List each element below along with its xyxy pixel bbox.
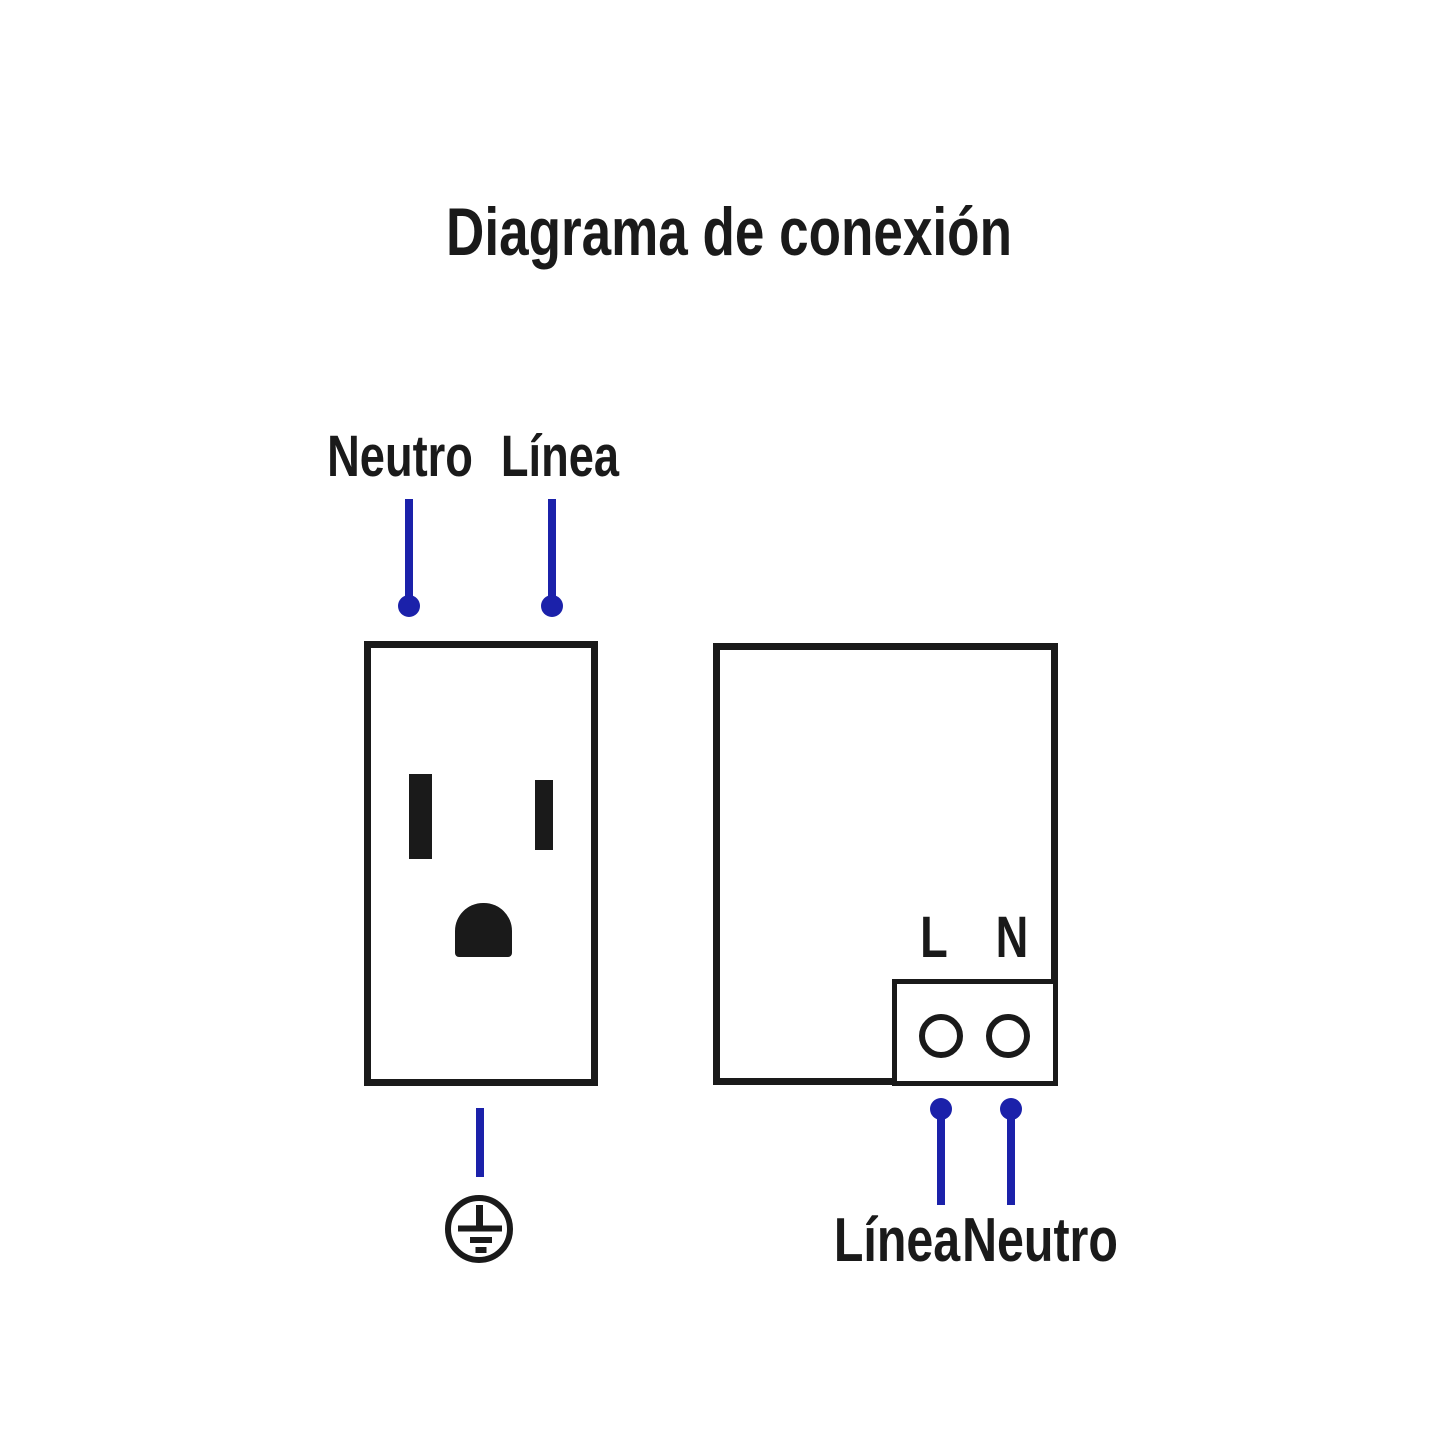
outlet-body [364,641,598,1086]
diagram-title: Diagrama de conexión [446,194,1012,270]
terminal-hole-n-icon [986,1014,1030,1058]
terminal-block [892,979,1058,1086]
label-terminal-l: L [920,905,948,970]
line-slot-icon [535,780,553,850]
neutral-wire-top [405,499,413,602]
label-neutro-top: Neutro [327,424,473,489]
label-neutro-bottom: Neutro [962,1206,1118,1275]
ground-wire [476,1108,484,1177]
label-linea-top: Línea [500,424,620,489]
neutral-wire-dot [398,595,420,617]
label-terminal-n: N [995,905,1029,970]
neutral-slot-icon [409,774,432,859]
terminal-hole-l-icon [919,1014,963,1058]
ground-slot-icon [455,903,512,957]
line-wire-bottom [937,1112,945,1205]
ground-icon [445,1195,513,1263]
line-wire-top [548,499,556,602]
label-linea-bottom: Línea [833,1206,961,1275]
neutral-wire-bottom [1007,1112,1015,1205]
neutral-wire-bottom-dot [1000,1098,1022,1120]
line-wire-bottom-dot [930,1098,952,1120]
line-wire-dot [541,595,563,617]
